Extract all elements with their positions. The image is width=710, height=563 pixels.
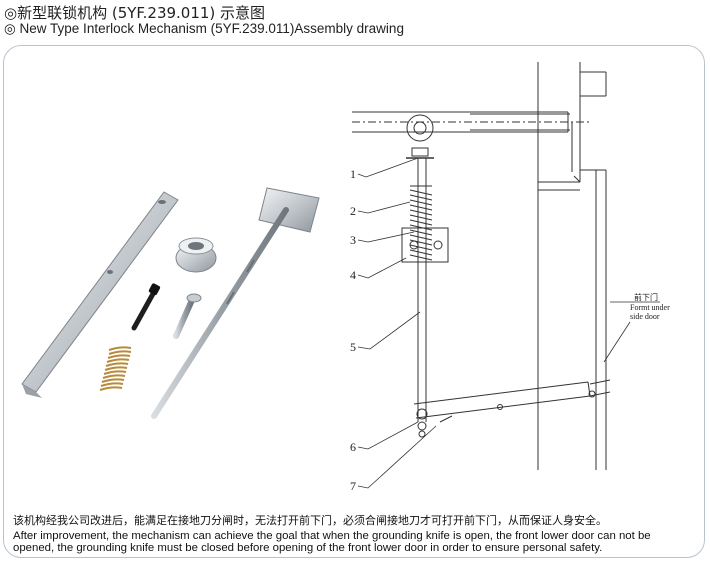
description-en-line1: After improvement, the mechanism can ach… bbox=[13, 530, 651, 542]
door-label-en-2: side door bbox=[630, 312, 660, 321]
page-title-en: ◎ New Type Interlock Mechanism (5YF.239.… bbox=[4, 21, 404, 36]
shaft-lines bbox=[352, 111, 590, 133]
pin-part bbox=[173, 293, 202, 339]
lever-arm bbox=[413, 379, 611, 419]
description-cn: 该机构经我公司改进后，能满足在接地刀分闸时，无法打开前下门，必须合闸接地刀才可打… bbox=[13, 514, 607, 527]
page-title-cn: ◎新型联锁机构 (5YF.239.011) 示意图 bbox=[4, 4, 266, 22]
plate-rod-part bbox=[151, 187, 320, 419]
assembly-drawing: 1 2 3 4 5 6 7 前下门 Formt under side door bbox=[350, 62, 670, 493]
part-label-5: 5 bbox=[350, 340, 356, 354]
part-label-4: 4 bbox=[350, 268, 356, 282]
door-label-en-1: Formt under bbox=[630, 303, 670, 312]
leader-lines bbox=[357, 157, 660, 489]
door-label-cn: 前下门 bbox=[634, 292, 658, 302]
flat-bar-part bbox=[21, 191, 179, 398]
part-label-3: 3 bbox=[350, 233, 356, 247]
part-label-6: 6 bbox=[350, 440, 356, 454]
content-frame bbox=[3, 45, 705, 558]
parts-photo bbox=[21, 187, 320, 419]
part-label-1: 1 bbox=[350, 167, 356, 181]
description-en-line2: opened, the grounding knife must be clos… bbox=[13, 542, 603, 554]
door-frame-lines bbox=[537, 62, 607, 470]
collar-ring-part bbox=[175, 237, 217, 273]
bolt-part bbox=[131, 283, 161, 331]
crank-eye bbox=[406, 114, 434, 142]
part-label-2: 2 bbox=[350, 204, 356, 218]
guide-block bbox=[401, 227, 449, 263]
part-label-7: 7 bbox=[350, 479, 356, 493]
spring-part bbox=[99, 346, 132, 391]
